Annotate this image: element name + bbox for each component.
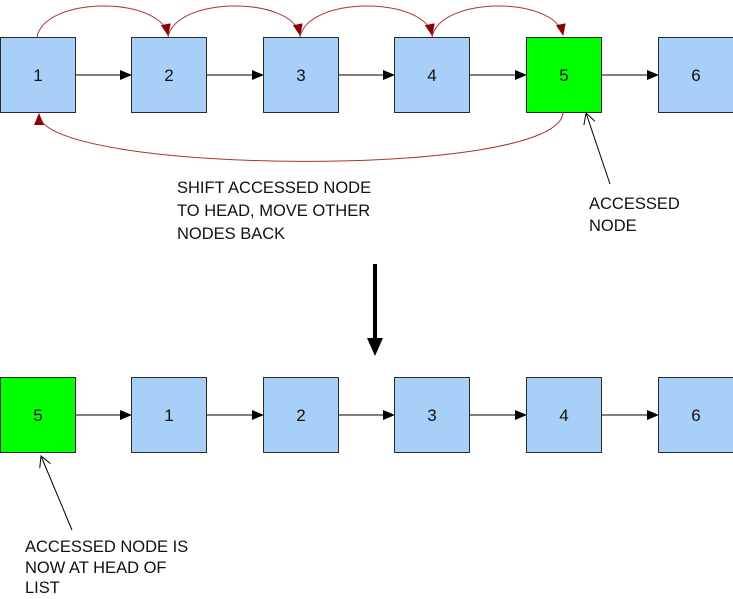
move-to-head-arrow [34, 111, 564, 162]
top-node-label: 4 [427, 66, 436, 85]
bottom-node-label: 5 [33, 406, 42, 425]
bottom-list-nodes: 5 1 2 3 4 6 [0, 377, 733, 453]
bottom-node-box [0, 377, 76, 453]
top-node-label: 3 [296, 66, 305, 85]
bottom-node-box [263, 377, 339, 453]
shift-note-line-1: SHIFT ACCESSED NODE [177, 179, 371, 197]
top-node-3: 3 [263, 37, 339, 113]
shift-note-line-2: TO HEAD, MOVE OTHER [177, 202, 370, 220]
top-node-box [394, 37, 470, 113]
head-note: ACCESSED NODE IS NOW AT HEAD OF LIST [25, 538, 193, 597]
bottom-node-box [394, 377, 470, 453]
bottom-node-2: 2 [263, 377, 339, 453]
bottom-linked-list: 5 1 2 3 4 6 [0, 377, 733, 453]
transition-arrow [367, 264, 383, 356]
top-node-box [658, 37, 733, 113]
shift-arrow-3 [299, 5, 435, 38]
top-node-box [263, 37, 339, 113]
head-node-pointer [41, 456, 73, 531]
bottom-node-label: 2 [296, 406, 305, 425]
top-node-1: 1 [0, 37, 76, 113]
bottom-node-label: 1 [164, 406, 173, 425]
head-note-line-2: NOW AT HEAD OF [25, 559, 166, 577]
head-note-line-1: ACCESSED NODE IS [25, 538, 188, 556]
bottom-node-label: 3 [427, 406, 436, 425]
top-node-6: 6 [658, 37, 733, 113]
top-node-2: 2 [131, 37, 207, 113]
bottom-node-5: 5 [0, 377, 76, 453]
top-node-4: 4 [394, 37, 470, 113]
top-node-box [526, 37, 602, 113]
top-linked-list: 1 2 3 4 5 6 [0, 37, 733, 113]
bottom-node-6: 6 [658, 377, 733, 453]
top-node-box [0, 37, 76, 113]
bottom-node-label: 4 [559, 406, 568, 425]
top-node-label: 1 [33, 66, 42, 85]
head-note-line-3: LIST [25, 579, 60, 597]
top-node-label: 6 [691, 66, 700, 85]
accessed-node-line-1: ACCESSED [589, 195, 680, 213]
accessed-node-pointer [586, 113, 611, 185]
top-node-label: 5 [559, 66, 568, 85]
bottom-node-box [658, 377, 733, 453]
shift-arrow-1 [36, 5, 171, 38]
node-shift-arrows [34, 5, 566, 162]
bottom-node-box [526, 377, 602, 453]
top-node-box [131, 37, 207, 113]
bottom-node-3: 3 [394, 377, 470, 453]
bottom-node-1: 1 [131, 377, 207, 453]
shift-arrow-2 [167, 5, 303, 38]
shift-arrow-4 [431, 5, 566, 38]
accessed-node-line-2: NODE [589, 217, 637, 235]
top-node-label: 2 [164, 66, 173, 85]
top-list-nodes: 1 2 3 4 5 6 [0, 37, 733, 113]
bottom-node-4: 4 [526, 377, 602, 453]
bottom-node-label: 6 [691, 406, 700, 425]
bottom-node-box [131, 377, 207, 453]
shift-note: SHIFT ACCESSED NODE TO HEAD, MOVE OTHER … [177, 179, 376, 243]
shift-note-line-3: NODES BACK [177, 225, 285, 243]
accessed-node-label: ACCESSED NODE [589, 195, 684, 235]
top-node-5: 5 [526, 37, 602, 113]
